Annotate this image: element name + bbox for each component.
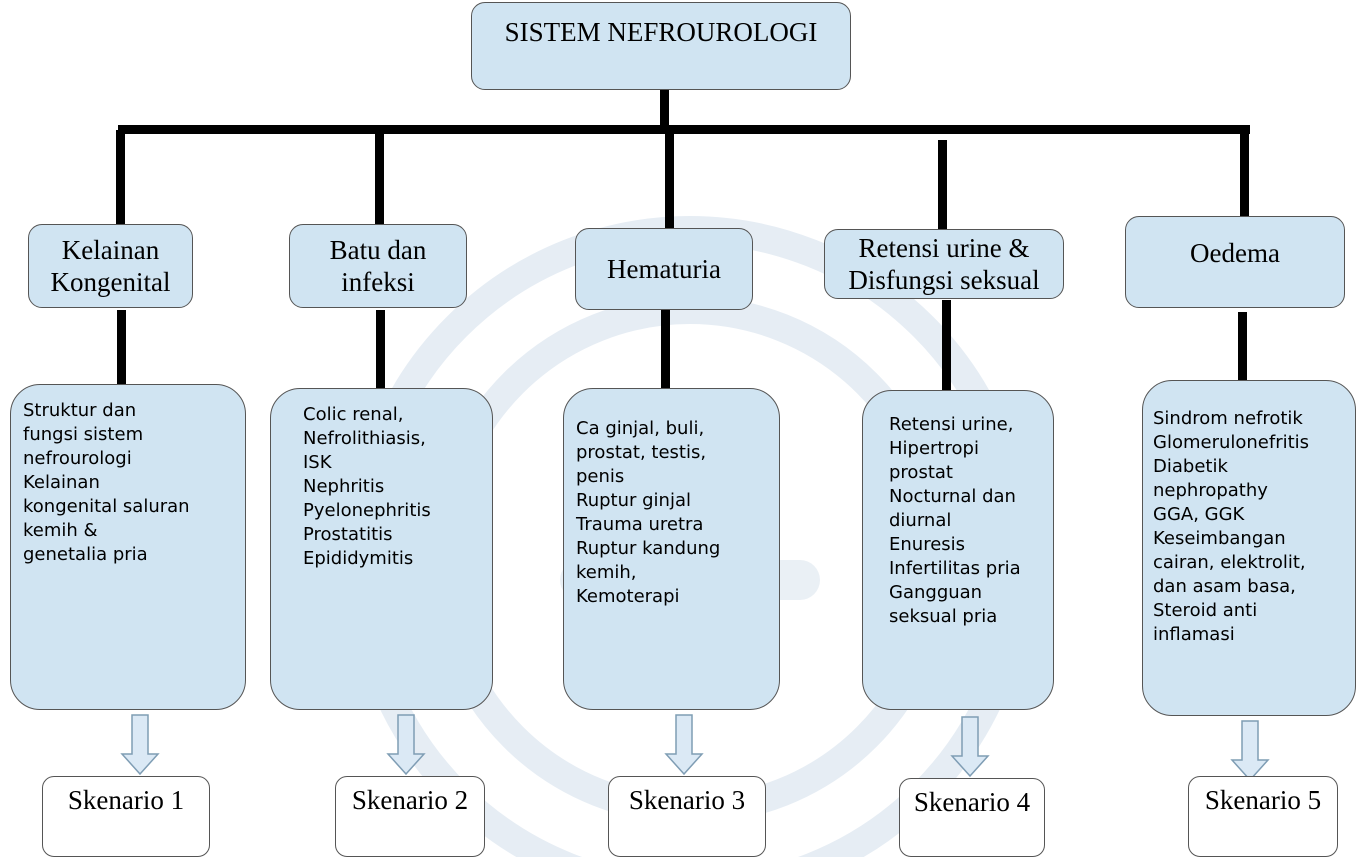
topic-item: Ruptur kandung <box>576 538 721 559</box>
topic-item: Retensi urine, <box>889 414 1014 435</box>
topic-item: kemih, <box>576 562 637 583</box>
branch-connector <box>665 130 674 228</box>
root-connector <box>660 90 669 128</box>
topic-item: Hipertropi <box>889 438 979 459</box>
detail-connector <box>117 310 126 386</box>
topic-item: seksual pria <box>889 606 998 627</box>
topic-item: Nephritis <box>303 476 385 497</box>
topic-item: Colic renal, <box>303 404 404 425</box>
root-title: SISTEM NEFROUROLOGI <box>504 17 818 47</box>
topic-item: kongenital saluran <box>23 496 190 517</box>
scenario-node: Skenario 4 <box>899 778 1045 857</box>
scenario-label: Skenario 2 <box>351 785 469 815</box>
topic-item: Pyelonephritis <box>303 500 431 521</box>
topic-item: Kelainan <box>23 472 100 493</box>
topic-item: Steroid anti <box>1153 600 1258 621</box>
branch-connector <box>375 130 384 225</box>
topic-item: Epididymitis <box>303 548 414 569</box>
category-node: Oedema <box>1125 216 1345 308</box>
category-label: Oedema <box>1190 238 1280 268</box>
detail-connector <box>1238 312 1247 382</box>
down-arrow-icon <box>120 714 160 776</box>
detail-connector <box>942 300 951 392</box>
topic-item: Glomerulonefritis <box>1153 432 1310 453</box>
category-label: infeksi <box>341 267 415 297</box>
category-label: Hematuria <box>607 254 721 284</box>
scenario-node: Skenario 5 <box>1188 776 1338 857</box>
topic-list: Struktur dan fungsi sistem nefrourologi … <box>10 384 246 710</box>
topic-item: kemih & <box>23 520 98 541</box>
topic-item: ISK <box>303 452 332 473</box>
branch-connector <box>116 130 125 226</box>
topic-item: prostat <box>889 462 953 483</box>
horizontal-connector <box>118 125 1250 134</box>
down-arrow-icon <box>950 716 990 778</box>
topic-item: Prostatitis <box>303 524 393 545</box>
topic-list: Ca ginjal, buli, prostat, testis, penis … <box>563 388 780 710</box>
down-arrow-icon <box>664 714 704 776</box>
category-node: Retensi urine &Disfungsi seksual <box>824 229 1064 299</box>
scenario-label: Skenario 1 <box>67 785 185 815</box>
detail-connector <box>661 310 670 390</box>
topic-item: Keseimbangan <box>1153 528 1286 549</box>
topic-list: Retensi urine, Hipertropi prostat Noctur… <box>862 390 1054 710</box>
topic-item: inflamasi <box>1153 624 1235 645</box>
scenario-label: Skenario 4 <box>913 787 1031 817</box>
scenario-node: Skenario 2 <box>335 776 485 857</box>
category-label: Retensi urine & <box>858 233 1030 263</box>
topic-item: nefrourologi <box>23 448 132 469</box>
topic-list: Sindrom nefrotik Glomerulonefritis Diabe… <box>1142 380 1356 716</box>
detail-connector <box>376 310 385 390</box>
scenario-node: Skenario 1 <box>42 776 210 857</box>
topic-item: Struktur dan <box>23 400 137 421</box>
topic-item: nephropathy <box>1153 480 1268 501</box>
down-arrow-icon <box>386 714 426 776</box>
topic-item: penis <box>576 466 625 487</box>
topic-item: Nocturnal dan <box>889 486 1016 507</box>
down-arrow-icon <box>1230 720 1270 782</box>
topic-list: Colic renal, Nefrolithiasis, ISK Nephrit… <box>270 388 493 710</box>
category-node: Hematuria <box>575 228 753 310</box>
topic-item: Ruptur ginjal <box>576 490 691 511</box>
topic-item: Enuresis <box>889 534 966 555</box>
category-label: Disfungsi seksual <box>848 265 1040 295</box>
topic-item: Infertilitas pria <box>889 558 1021 579</box>
topic-item: Nefrolithiasis, <box>303 428 426 449</box>
topic-item: diurnal <box>889 510 952 531</box>
root-node: SISTEM NEFROUROLOGI <box>471 2 851 90</box>
topic-item: Ca ginjal, buli, <box>576 418 705 439</box>
topic-item: GGA, GGK <box>1153 504 1245 525</box>
scenario-label: Skenario 5 <box>1204 785 1322 815</box>
topic-item: dan asam basa, <box>1153 576 1296 597</box>
scenario-node: Skenario 3 <box>608 776 766 857</box>
topic-item: Gangguan <box>889 582 983 603</box>
branch-connector <box>1240 128 1249 216</box>
branch-connector <box>938 140 947 229</box>
topic-item: Trauma uretra <box>576 514 704 535</box>
category-label: Kelainan <box>61 235 160 265</box>
topic-item: fungsi sistem <box>23 424 144 445</box>
scenario-label: Skenario 3 <box>628 785 746 815</box>
category-label: Batu dan <box>329 235 427 265</box>
category-label: Kongenital <box>50 267 171 297</box>
topic-item: genetalia pria <box>23 544 148 565</box>
topic-item: cairan, elektrolit, <box>1153 552 1306 573</box>
topic-item: Diabetik <box>1153 456 1228 477</box>
topic-item: Sindrom nefrotik <box>1153 408 1303 429</box>
topic-item: Kemoterapi <box>576 586 680 607</box>
topic-item: prostat, testis, <box>576 442 707 463</box>
